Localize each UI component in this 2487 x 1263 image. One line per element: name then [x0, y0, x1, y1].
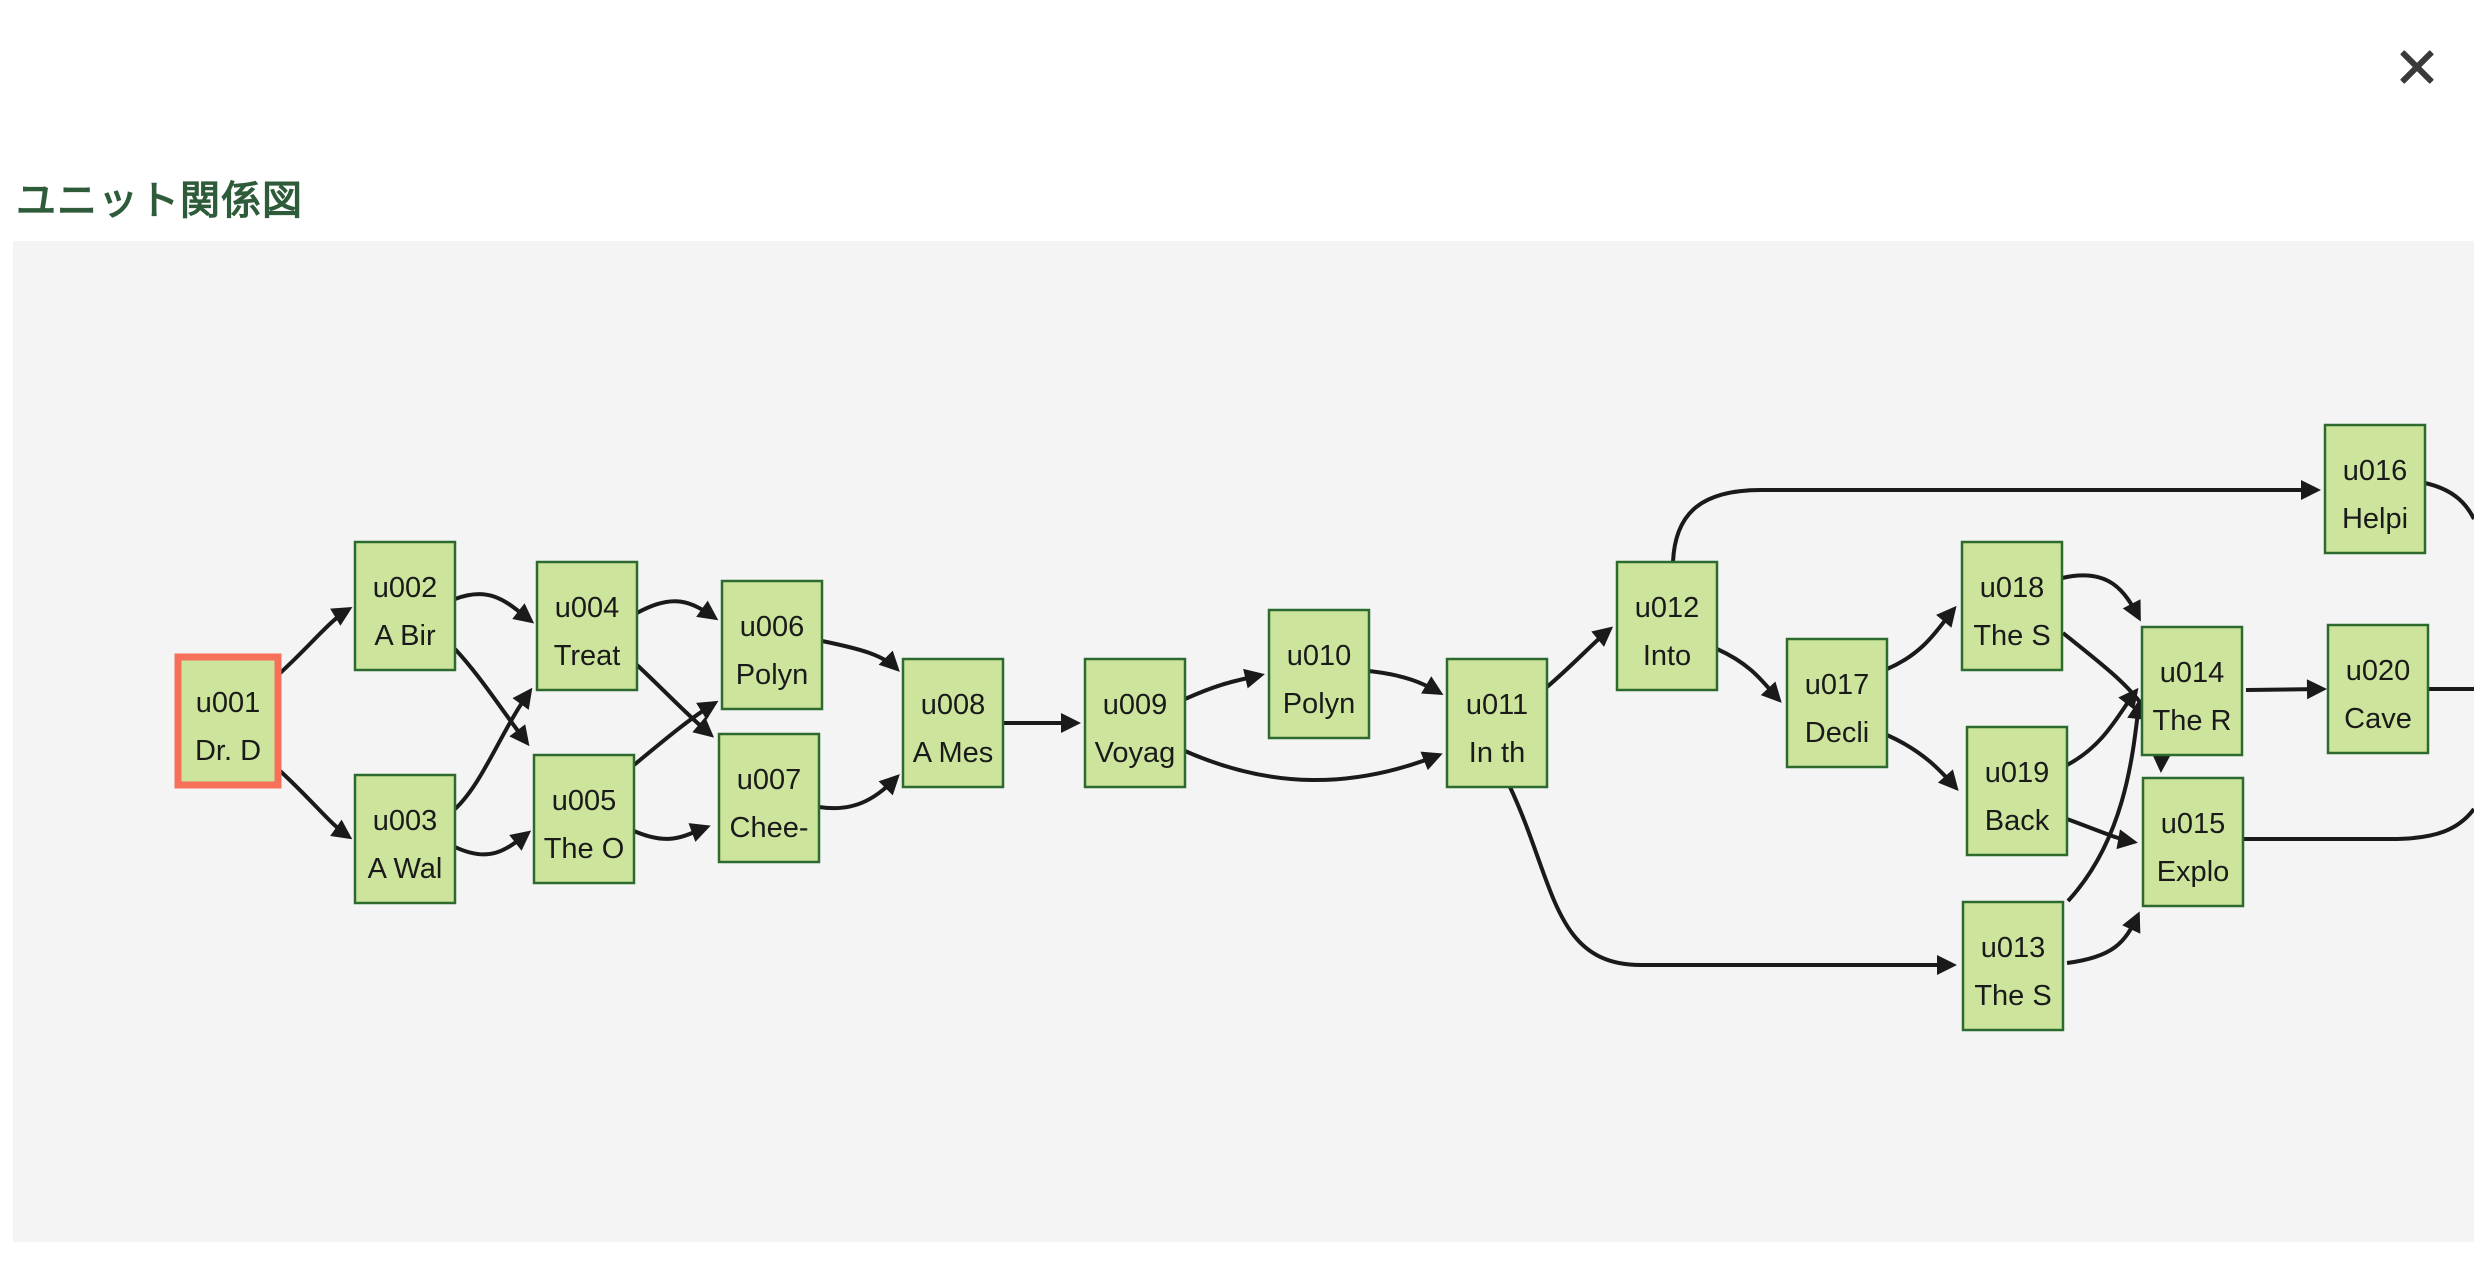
edge-u017-u018 — [1886, 605, 1957, 671]
edge-u019-u014 — [2066, 687, 2139, 767]
edge-u004-u006 — [636, 599, 719, 621]
edge-u003-u005 — [454, 830, 532, 857]
unit-node-label: Back — [1985, 805, 2050, 837]
close-button[interactable] — [2392, 42, 2442, 92]
edge-u007-u008 — [818, 774, 900, 811]
edge-u001-u002 — [276, 606, 353, 677]
unit-node-id: u019 — [1985, 757, 2050, 789]
unit-node-id: u009 — [1103, 689, 1168, 721]
unit-node-label: Into — [1643, 640, 1691, 672]
edge-u006-u008 — [821, 639, 900, 672]
unit-node-id: u008 — [921, 689, 986, 721]
unit-node-id: u001 — [196, 687, 261, 719]
unit-node-id: u007 — [737, 764, 802, 796]
unit-node-id: u003 — [373, 805, 438, 837]
edge-u012-u016 — [1671, 480, 2321, 563]
unit-node-u008[interactable]: u008 A Mes — [901, 657, 1005, 789]
unit-node-label: Cave — [2344, 703, 2412, 735]
unit-node-label: A Bir — [374, 620, 436, 652]
edge-u013-u015 — [2066, 911, 2141, 965]
unit-node-id: u006 — [740, 611, 805, 643]
unit-node-id: u013 — [1981, 932, 2046, 964]
modal-title: ユニット関係図 — [16, 179, 303, 223]
edges-layer — [276, 480, 2474, 975]
edge-u014-u020 — [2245, 679, 2327, 700]
edge-u011-u012 — [1545, 626, 1614, 689]
unit-node-label: The S — [1973, 620, 2050, 652]
edge-u015-offscreen — [2243, 807, 2474, 841]
edge-u001-u003 — [276, 767, 353, 840]
edge-u010-u011 — [1368, 669, 1444, 696]
edge-u011-u013 — [1508, 786, 1957, 975]
edge-u003-u004 — [453, 687, 533, 811]
unit-node-label: Polyn — [1283, 688, 1356, 720]
unit-node-u011[interactable]: u011 In th — [1445, 657, 1549, 789]
unit-node-label: A Wal — [368, 853, 443, 885]
edge-u005-u007 — [633, 823, 711, 842]
unit-node-label: Voyag — [1095, 737, 1176, 769]
unit-node-id: u012 — [1635, 592, 1700, 624]
edge-u009-u011 — [1184, 749, 1443, 782]
unit-node-label: A Mes — [913, 737, 994, 769]
unit-node-id: u005 — [552, 785, 617, 817]
edge-u012-u017 — [1716, 647, 1782, 703]
unit-node-id: u016 — [2343, 455, 2408, 487]
unit-node-id: u004 — [555, 592, 620, 624]
unit-node-label: The S — [1974, 980, 2051, 1012]
unit-node-label: The O — [544, 833, 625, 865]
edge-u002-u005 — [453, 647, 530, 747]
unit-node-id: u018 — [1980, 572, 2045, 604]
close-icon — [2399, 49, 2435, 85]
unit-node-label: Dr. D — [195, 735, 261, 767]
edge-u016-offscreen — [2424, 481, 2474, 520]
unit-node-id: u010 — [1287, 640, 1352, 672]
unit-node-label: In th — [1469, 737, 1525, 769]
unit-node-id: u020 — [2346, 655, 2411, 687]
unit-node-id: u015 — [2161, 808, 2226, 840]
edge-u019-u015 — [2066, 817, 2138, 850]
unit-node-label: Decli — [1805, 717, 1869, 749]
unit-node-u003[interactable]: u003 A Wal — [353, 773, 457, 905]
edge-u002-u004 — [454, 592, 535, 624]
unit-node-id: u011 — [1466, 689, 1528, 721]
edge-u018-u014 — [2061, 573, 2141, 622]
unit-node-id: u002 — [373, 572, 438, 604]
unit-node-label: Chee- — [730, 812, 809, 844]
unit-node-label: Polyn — [736, 659, 809, 691]
unit-node-u002[interactable]: u002 A Bir — [353, 540, 457, 672]
edge-u013-u014 — [2066, 699, 2148, 903]
unit-node-label: Explo — [2157, 856, 2230, 888]
unit-node-id: u017 — [1805, 669, 1870, 701]
edge-u005-u006 — [632, 700, 719, 767]
unit-node-id: u014 — [2160, 657, 2225, 689]
unit-node-label: Helpi — [2342, 503, 2408, 535]
edge-u017-u019 — [1886, 733, 1959, 791]
edge-u004-u007 — [635, 663, 715, 738]
unit-node-label: Treat — [554, 640, 621, 672]
unit-node-label: The R — [2153, 705, 2232, 737]
edge-u009-u010 — [1184, 668, 1265, 701]
